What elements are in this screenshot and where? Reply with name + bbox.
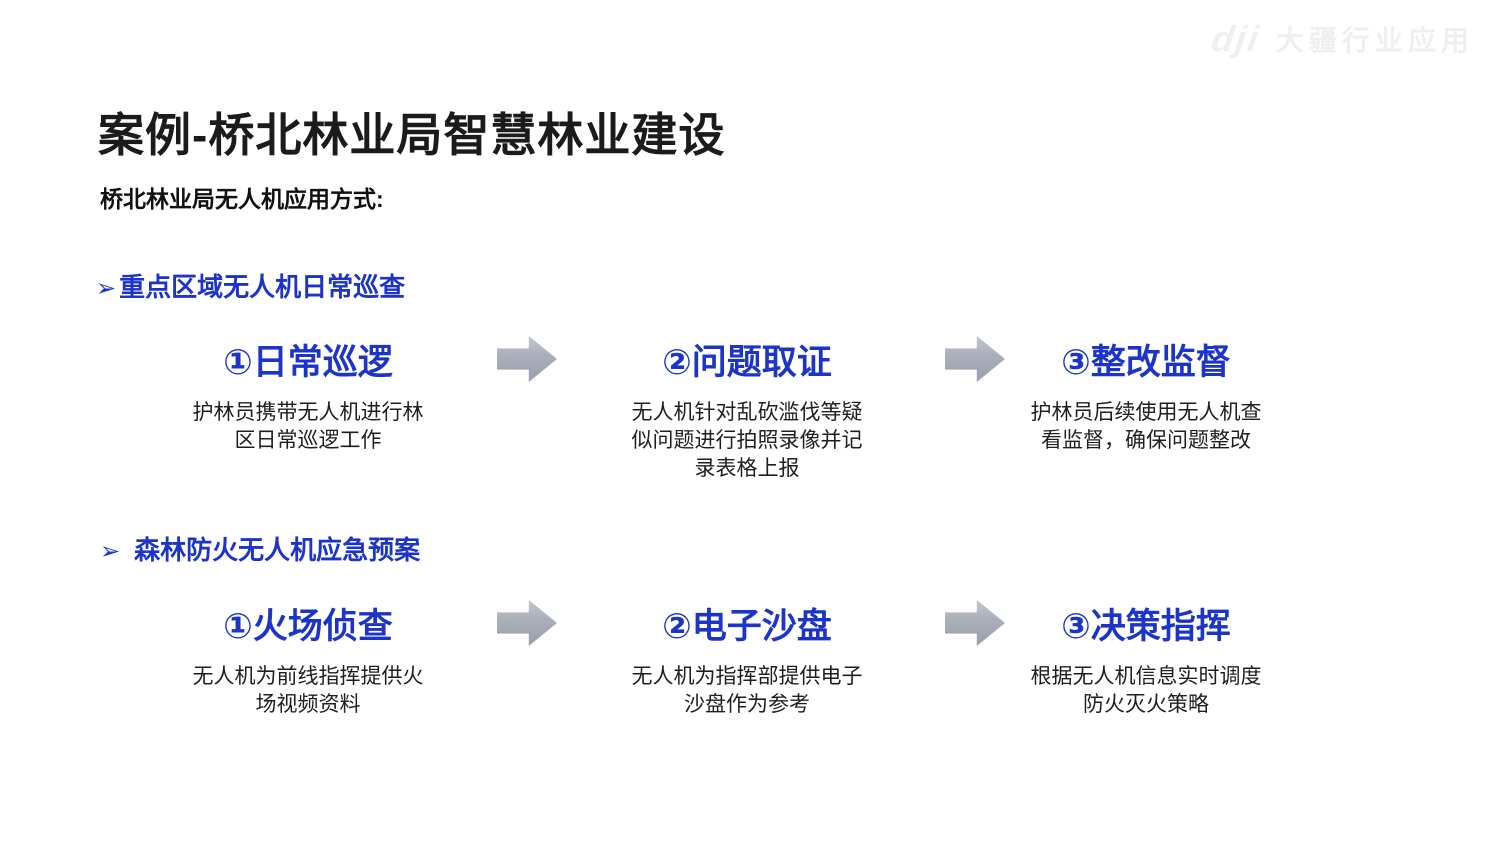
section-heading-daily-patrol: ➢重点区域无人机日常巡查 [96,267,405,304]
step-desc: 无人机针对乱砍滥伐等疑 似问题进行拍照录像并记 录表格上报 [631,401,863,480]
step-title: ③决策指挥 [1061,607,1231,646]
step-rectification-supervision: ③整改监督 护林员后续使用无人机查 看监督，确保问题整改 [981,334,1311,455]
step-evidence-collection: ②问题取证 无人机针对乱砍滥伐等疑 似问题进行拍照录像并记 录表格上报 [582,334,912,483]
section-heading-text: 重点区域无人机日常巡查 [119,272,406,302]
arrow-bullet-icon: ➢ [100,538,121,565]
section-heading-text: 森林防火无人机应急预案 [134,535,421,565]
step-title: ①火场侦查 [223,607,393,646]
step-title: ②电子沙盘 [662,607,832,646]
step-title: ②问题取证 [662,343,832,382]
step-desc: 护林员后续使用无人机查 看监督，确保问题整改 [1030,401,1262,452]
step-desc: 护林员携带无人机进行林 区日常巡逻工作 [192,401,424,452]
brand-watermark: dji 大疆行业应用 [1209,18,1474,60]
step-fire-scouting: ①火场侦查 无人机为前线指挥提供火 场视频资料 [143,598,473,719]
step-title: ①日常巡逻 [223,343,393,382]
step-daily-patrol: ①日常巡逻 护林员携带无人机进行林 区日常巡逻工作 [143,334,473,455]
step-desc: 根据无人机信息实时调度 防火灭火策略 [1030,665,1262,716]
step-decision-command: ③决策指挥 根据无人机信息实时调度 防火灭火策略 [981,598,1311,719]
step-desc: 无人机为前线指挥提供火 场视频资料 [192,665,424,716]
brand-watermark-text: 大疆行业应用 [1275,25,1474,56]
page-title: 案例-桥北林业局智慧林业建设 [98,109,726,161]
dji-logo-icon: dji [1209,18,1263,59]
arrow-bullet-icon: ➢ [96,275,117,302]
step-title: ③整改监督 [1061,343,1231,382]
step-desc: 无人机为指挥部提供电子 沙盘作为参考 [631,665,863,716]
step-digital-sandtable: ②电子沙盘 无人机为指挥部提供电子 沙盘作为参考 [582,598,912,719]
section-heading-fire-emergency: ➢ 森林防火无人机应急预案 [100,530,420,567]
right-arrow-icon [497,336,557,382]
right-arrow-icon [497,600,557,646]
subtitle: 桥北林业局无人机应用方式: [100,186,384,212]
